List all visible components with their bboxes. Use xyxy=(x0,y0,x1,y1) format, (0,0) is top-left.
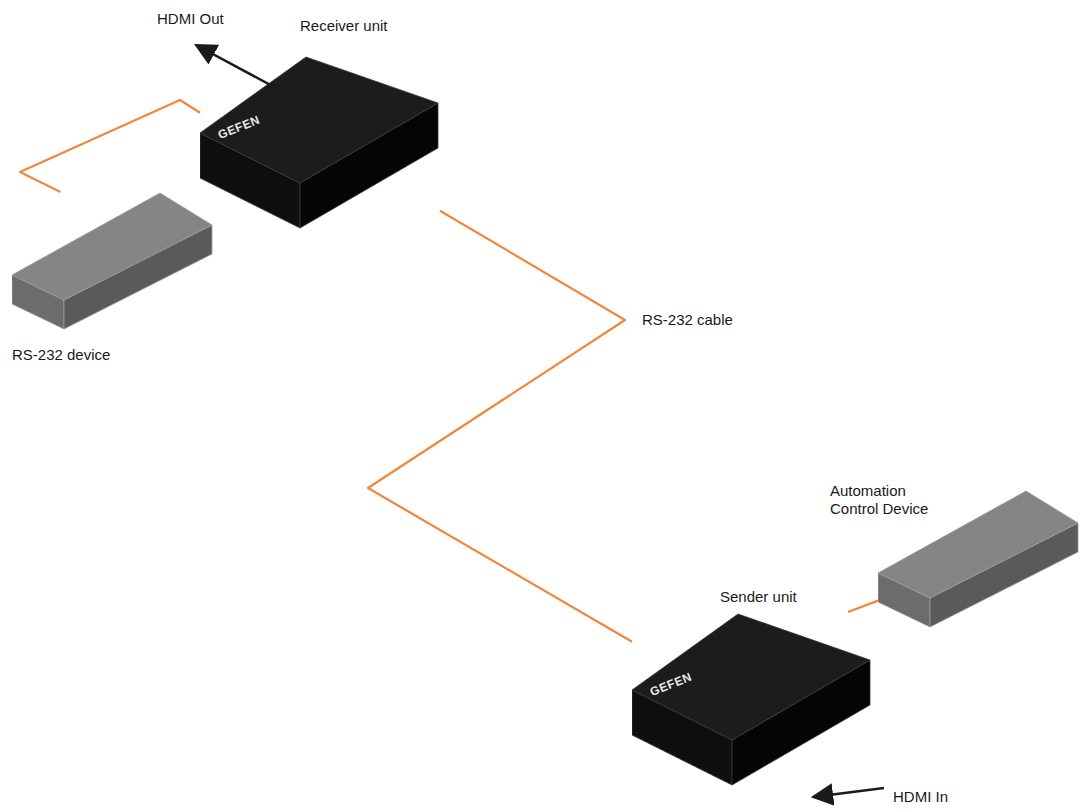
unit-label: Automation Control Device xyxy=(830,482,945,518)
device-body xyxy=(200,55,440,230)
device-body xyxy=(632,612,872,787)
rs232-cable xyxy=(20,100,200,192)
device-body xyxy=(12,192,214,332)
unit-label: Sender unit xyxy=(720,588,797,606)
signal-label: HDMI Out xyxy=(157,10,224,28)
hdmi-in-arrow xyxy=(813,788,884,797)
signal-label: HDMI In xyxy=(893,788,948,806)
extender-unit: Receiver unitGEFEN xyxy=(200,55,440,230)
cable-label: RS-232 cable xyxy=(640,311,735,329)
extender-unit: Sender unitGEFEN xyxy=(632,612,872,787)
unit-label: Receiver unit xyxy=(300,17,388,35)
external-device: RS-232 device xyxy=(12,192,214,332)
rs232-cable xyxy=(848,601,878,612)
hdmi-out-arrow xyxy=(196,45,276,88)
unit-label: RS-232 device xyxy=(12,346,110,364)
external-device: Automation Control Device xyxy=(878,490,1080,630)
rs232-cable xyxy=(368,211,632,642)
